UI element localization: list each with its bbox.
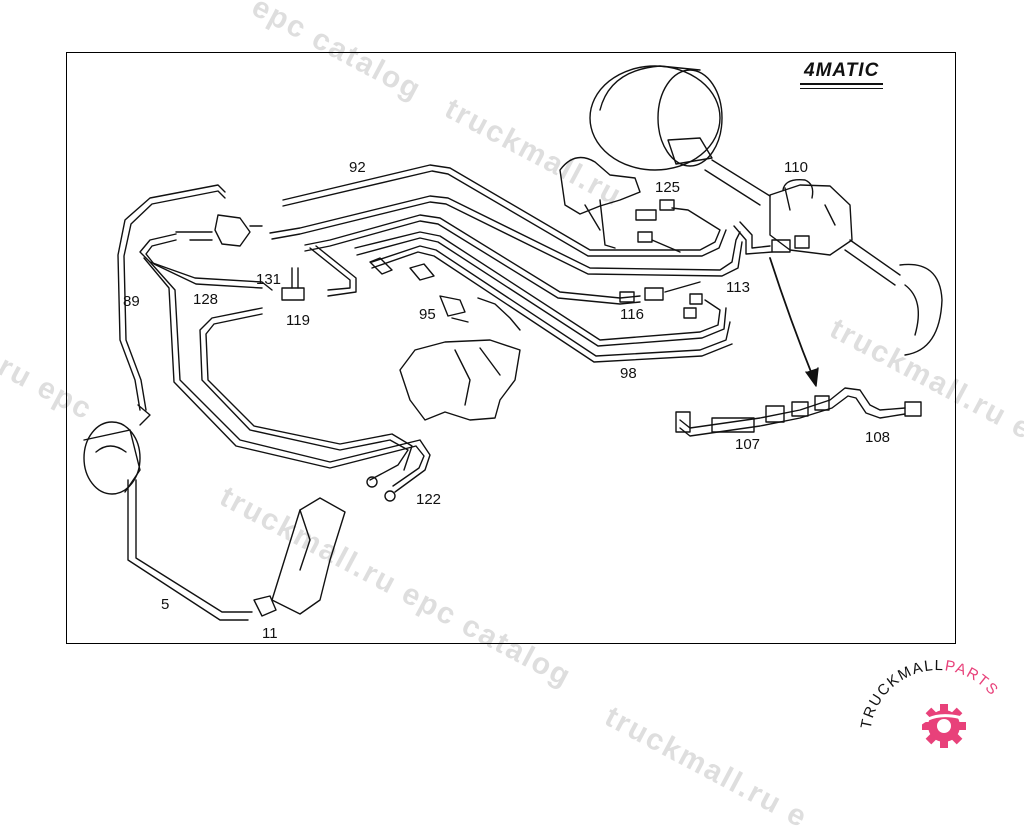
truckmall-parts-logo: TRUCKMALLPARTS xyxy=(858,660,1002,748)
brake-valve xyxy=(559,156,641,249)
brake-line-131 xyxy=(281,245,357,301)
fittings-125 xyxy=(635,199,681,253)
gear-icon xyxy=(912,704,975,748)
part-label-11: 11 xyxy=(262,625,278,642)
brake-fluid-reservoir xyxy=(253,497,346,617)
diagram-frame xyxy=(66,52,956,644)
brake-line-110 xyxy=(733,187,810,255)
part-label-108: 108 xyxy=(865,429,891,446)
hose-107-108 xyxy=(675,387,922,437)
part-label-116: 116 xyxy=(620,306,644,323)
brake-caliper-left xyxy=(83,404,151,495)
part-label-92: 92 xyxy=(349,159,366,176)
brake-line-92 xyxy=(269,164,743,277)
fittings-116-113 xyxy=(619,281,703,319)
part-label-5: 5 xyxy=(161,596,170,613)
engine-block xyxy=(399,339,521,421)
master-cylinder-connector xyxy=(175,214,263,247)
brake-line-98 xyxy=(304,214,733,363)
part-label-89: 89 xyxy=(123,293,140,310)
part-label-110: 110 xyxy=(784,159,808,176)
part-label-125: 125 xyxy=(655,179,681,196)
part-label-131: 131 xyxy=(256,271,282,288)
part-label-113: 113 xyxy=(726,279,750,296)
rear-wheel-top xyxy=(589,65,771,206)
part-label-122: 122 xyxy=(416,491,442,508)
fitting-95 xyxy=(369,257,521,331)
part-label-98: 98 xyxy=(620,365,637,382)
part-label-95: 95 xyxy=(419,306,436,323)
detail-arrow xyxy=(769,257,819,387)
differential xyxy=(769,179,943,356)
logo-text-accent: PARTS xyxy=(944,660,1002,699)
part-label-128: 128 xyxy=(193,291,219,308)
brake-line-122 xyxy=(143,257,431,502)
4matic-badge: 4MATIC xyxy=(800,60,884,89)
hose-5 xyxy=(127,479,253,621)
part-label-119: 119 xyxy=(286,312,310,329)
part-label-107: 107 xyxy=(735,436,761,453)
brake-line-diagram xyxy=(83,65,943,621)
